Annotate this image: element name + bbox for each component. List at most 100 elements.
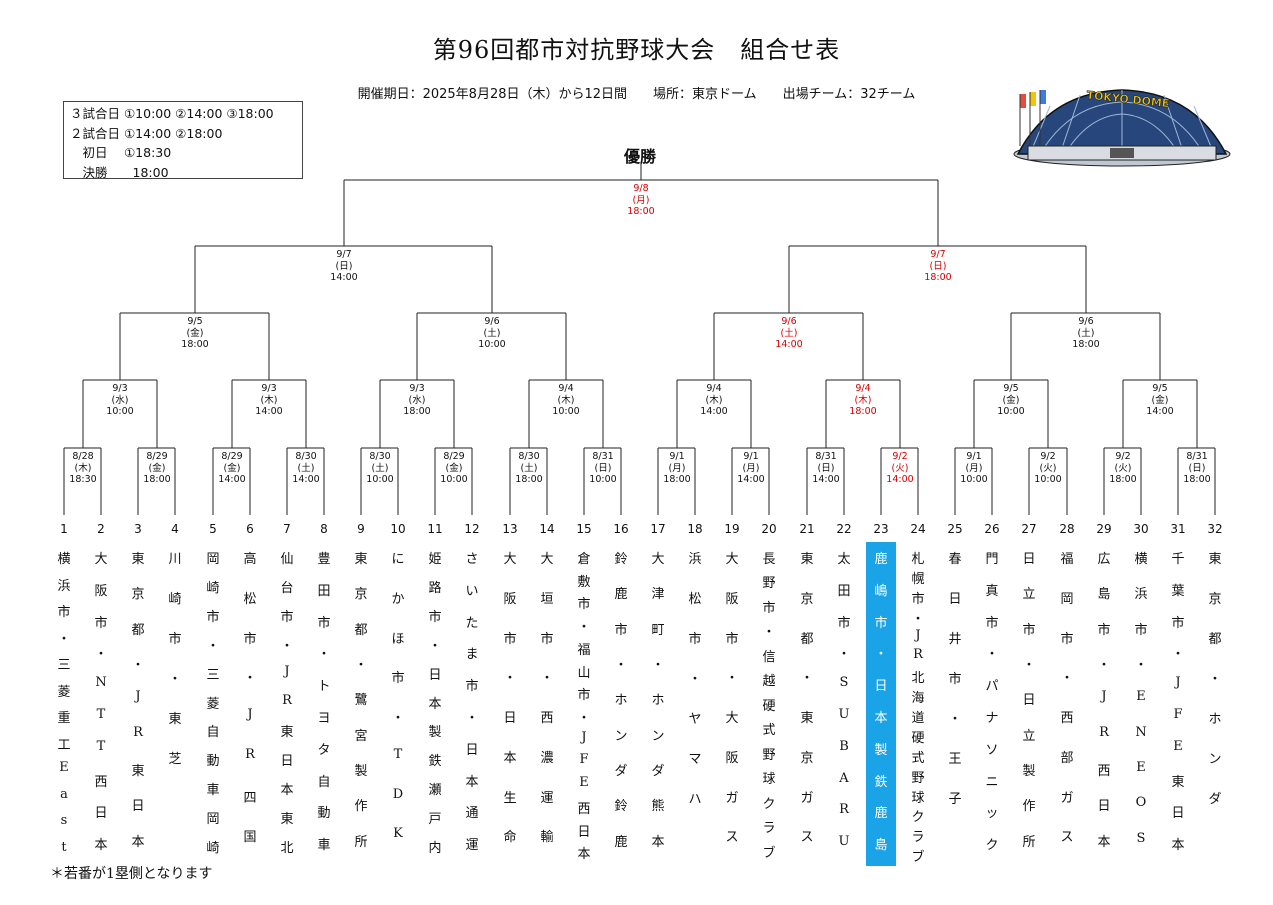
match-info: 8/29(金)10:00 bbox=[437, 451, 471, 486]
match-time: 18:00 bbox=[1109, 474, 1137, 485]
event-info: 開催期日：2025年8月28日（木）から12日間 場所：東京ドーム 出場チーム：… bbox=[357, 87, 916, 102]
team-name: 豊田市・トヨタ自動車 bbox=[317, 552, 331, 854]
team-number: 6 bbox=[246, 522, 254, 536]
team-number: 20 bbox=[761, 522, 777, 536]
team-number: 11 bbox=[427, 522, 443, 536]
tokyo-dome-logo: TOKYO DOME bbox=[1010, 82, 1235, 177]
match-info: 9/3(木)14:00 bbox=[252, 383, 286, 418]
match-date: 9/6 bbox=[484, 316, 500, 327]
match-info: 9/1(月)18:00 bbox=[660, 451, 694, 486]
team-name: 岡崎市・三菱自動車岡崎 bbox=[206, 552, 220, 857]
team-number: 25 bbox=[947, 522, 963, 536]
team-number: 26 bbox=[984, 522, 1000, 536]
match-time: 18:00 bbox=[924, 272, 952, 283]
match-info: 9/2(火)18:00 bbox=[1106, 451, 1140, 486]
match-day: (土) bbox=[780, 327, 798, 339]
match-date: 9/2 bbox=[1040, 451, 1056, 462]
page-title: 第96回都市対抗野球大会 組合せ表 bbox=[432, 36, 841, 64]
match-date: 8/30 bbox=[369, 451, 391, 462]
footnote: ＊若番が1塁側となります bbox=[50, 866, 213, 882]
match-info: 8/28(木)18:30 bbox=[66, 451, 100, 486]
team-name: 東京都・鷺宮製作所 bbox=[354, 552, 368, 850]
match-date: 9/3 bbox=[261, 383, 277, 394]
team-number: 22 bbox=[836, 522, 852, 536]
match-info: 9/5(金)14:00 bbox=[1143, 383, 1177, 418]
match-date: 9/6 bbox=[1078, 316, 1094, 327]
team-name: 浜松市・ヤマハ bbox=[688, 552, 702, 807]
match-day: (木) bbox=[854, 394, 872, 406]
match-time: 14:00 bbox=[330, 272, 358, 283]
team-number: 23 bbox=[873, 522, 889, 536]
team-number: 32 bbox=[1207, 522, 1223, 536]
match-day: (土) bbox=[297, 462, 315, 474]
match-time: 14:00 bbox=[886, 474, 914, 485]
match-time: 14:00 bbox=[775, 339, 803, 350]
match-time: 10:00 bbox=[440, 474, 468, 485]
team-number: 12 bbox=[464, 522, 480, 536]
team-name: 東京都・ホンダ bbox=[1208, 552, 1222, 807]
team-number: 7 bbox=[283, 522, 291, 536]
match-date: 9/5 bbox=[1152, 383, 1168, 394]
match-info: 8/30(土)14:00 bbox=[289, 451, 323, 486]
match-day: (火) bbox=[1114, 462, 1132, 474]
team-number: 1 bbox=[60, 522, 68, 536]
team-number: 18 bbox=[687, 522, 703, 536]
match-day: (金) bbox=[1002, 394, 1020, 406]
match-day: (木) bbox=[705, 394, 723, 406]
match-day: (月) bbox=[632, 194, 650, 206]
match-info: 9/4(木)18:00 bbox=[846, 383, 880, 418]
match-date: 9/1 bbox=[669, 451, 685, 462]
match-day: (日) bbox=[594, 462, 612, 474]
match-info: 8/29(金)18:00 bbox=[140, 451, 174, 486]
match-date: 8/30 bbox=[518, 451, 540, 462]
match-info: 8/31(日)10:00 bbox=[586, 451, 620, 486]
match-day: (土) bbox=[371, 462, 389, 474]
schedule-line: 決勝 18:00 bbox=[70, 164, 169, 180]
team-name: さいたま市・日本通運 bbox=[465, 552, 479, 854]
match-date: 9/7 bbox=[930, 249, 946, 260]
match-day: (日) bbox=[817, 462, 835, 474]
match-info: 9/7(日)18:00 bbox=[921, 249, 955, 284]
match-day: (土) bbox=[483, 327, 501, 339]
match-info: 8/31(日)14:00 bbox=[809, 451, 843, 486]
match-date: 9/1 bbox=[743, 451, 759, 462]
match-date: 8/31 bbox=[592, 451, 614, 462]
match-day: (月) bbox=[742, 462, 760, 474]
team-name: 日立市・日立製作所 bbox=[1022, 552, 1036, 850]
match-time: 18:00 bbox=[1183, 474, 1211, 485]
match-info: 9/8(月)18:00 bbox=[624, 183, 658, 218]
team-number: 9 bbox=[357, 522, 365, 536]
match-info: 9/4(木)10:00 bbox=[549, 383, 583, 418]
team-number: 29 bbox=[1096, 522, 1112, 536]
match-time: 18:00 bbox=[181, 339, 209, 350]
match-date: 8/29 bbox=[443, 451, 465, 462]
match-day: (日) bbox=[1188, 462, 1206, 474]
match-info: 9/3(水)18:00 bbox=[400, 383, 434, 418]
schedule-legend: ３試合日 ①10:00 ②14:00 ③18:00 ２試合日 ①14:00 ②1… bbox=[63, 101, 303, 180]
match-info: 9/6(土)14:00 bbox=[772, 316, 806, 351]
match-date: 9/1 bbox=[966, 451, 982, 462]
match-info: 9/5(金)10:00 bbox=[994, 383, 1028, 418]
team-name: 大阪市・日本生命 bbox=[503, 552, 517, 846]
match-day: (水) bbox=[408, 394, 426, 406]
team-number: 13 bbox=[502, 522, 518, 536]
match-date: 9/2 bbox=[892, 451, 908, 462]
team-name: 川崎市・東芝 bbox=[168, 552, 182, 767]
match-time: 18:00 bbox=[1072, 339, 1100, 350]
match-date: 8/30 bbox=[295, 451, 317, 462]
match-date: 8/29 bbox=[146, 451, 168, 462]
team-number: 31 bbox=[1170, 522, 1186, 536]
match-info: 8/30(土)10:00 bbox=[363, 451, 397, 486]
match-date: 9/8 bbox=[633, 183, 649, 194]
match-time: 18:00 bbox=[143, 474, 171, 485]
schedule-line: 初日 ①18:30 bbox=[70, 145, 172, 160]
